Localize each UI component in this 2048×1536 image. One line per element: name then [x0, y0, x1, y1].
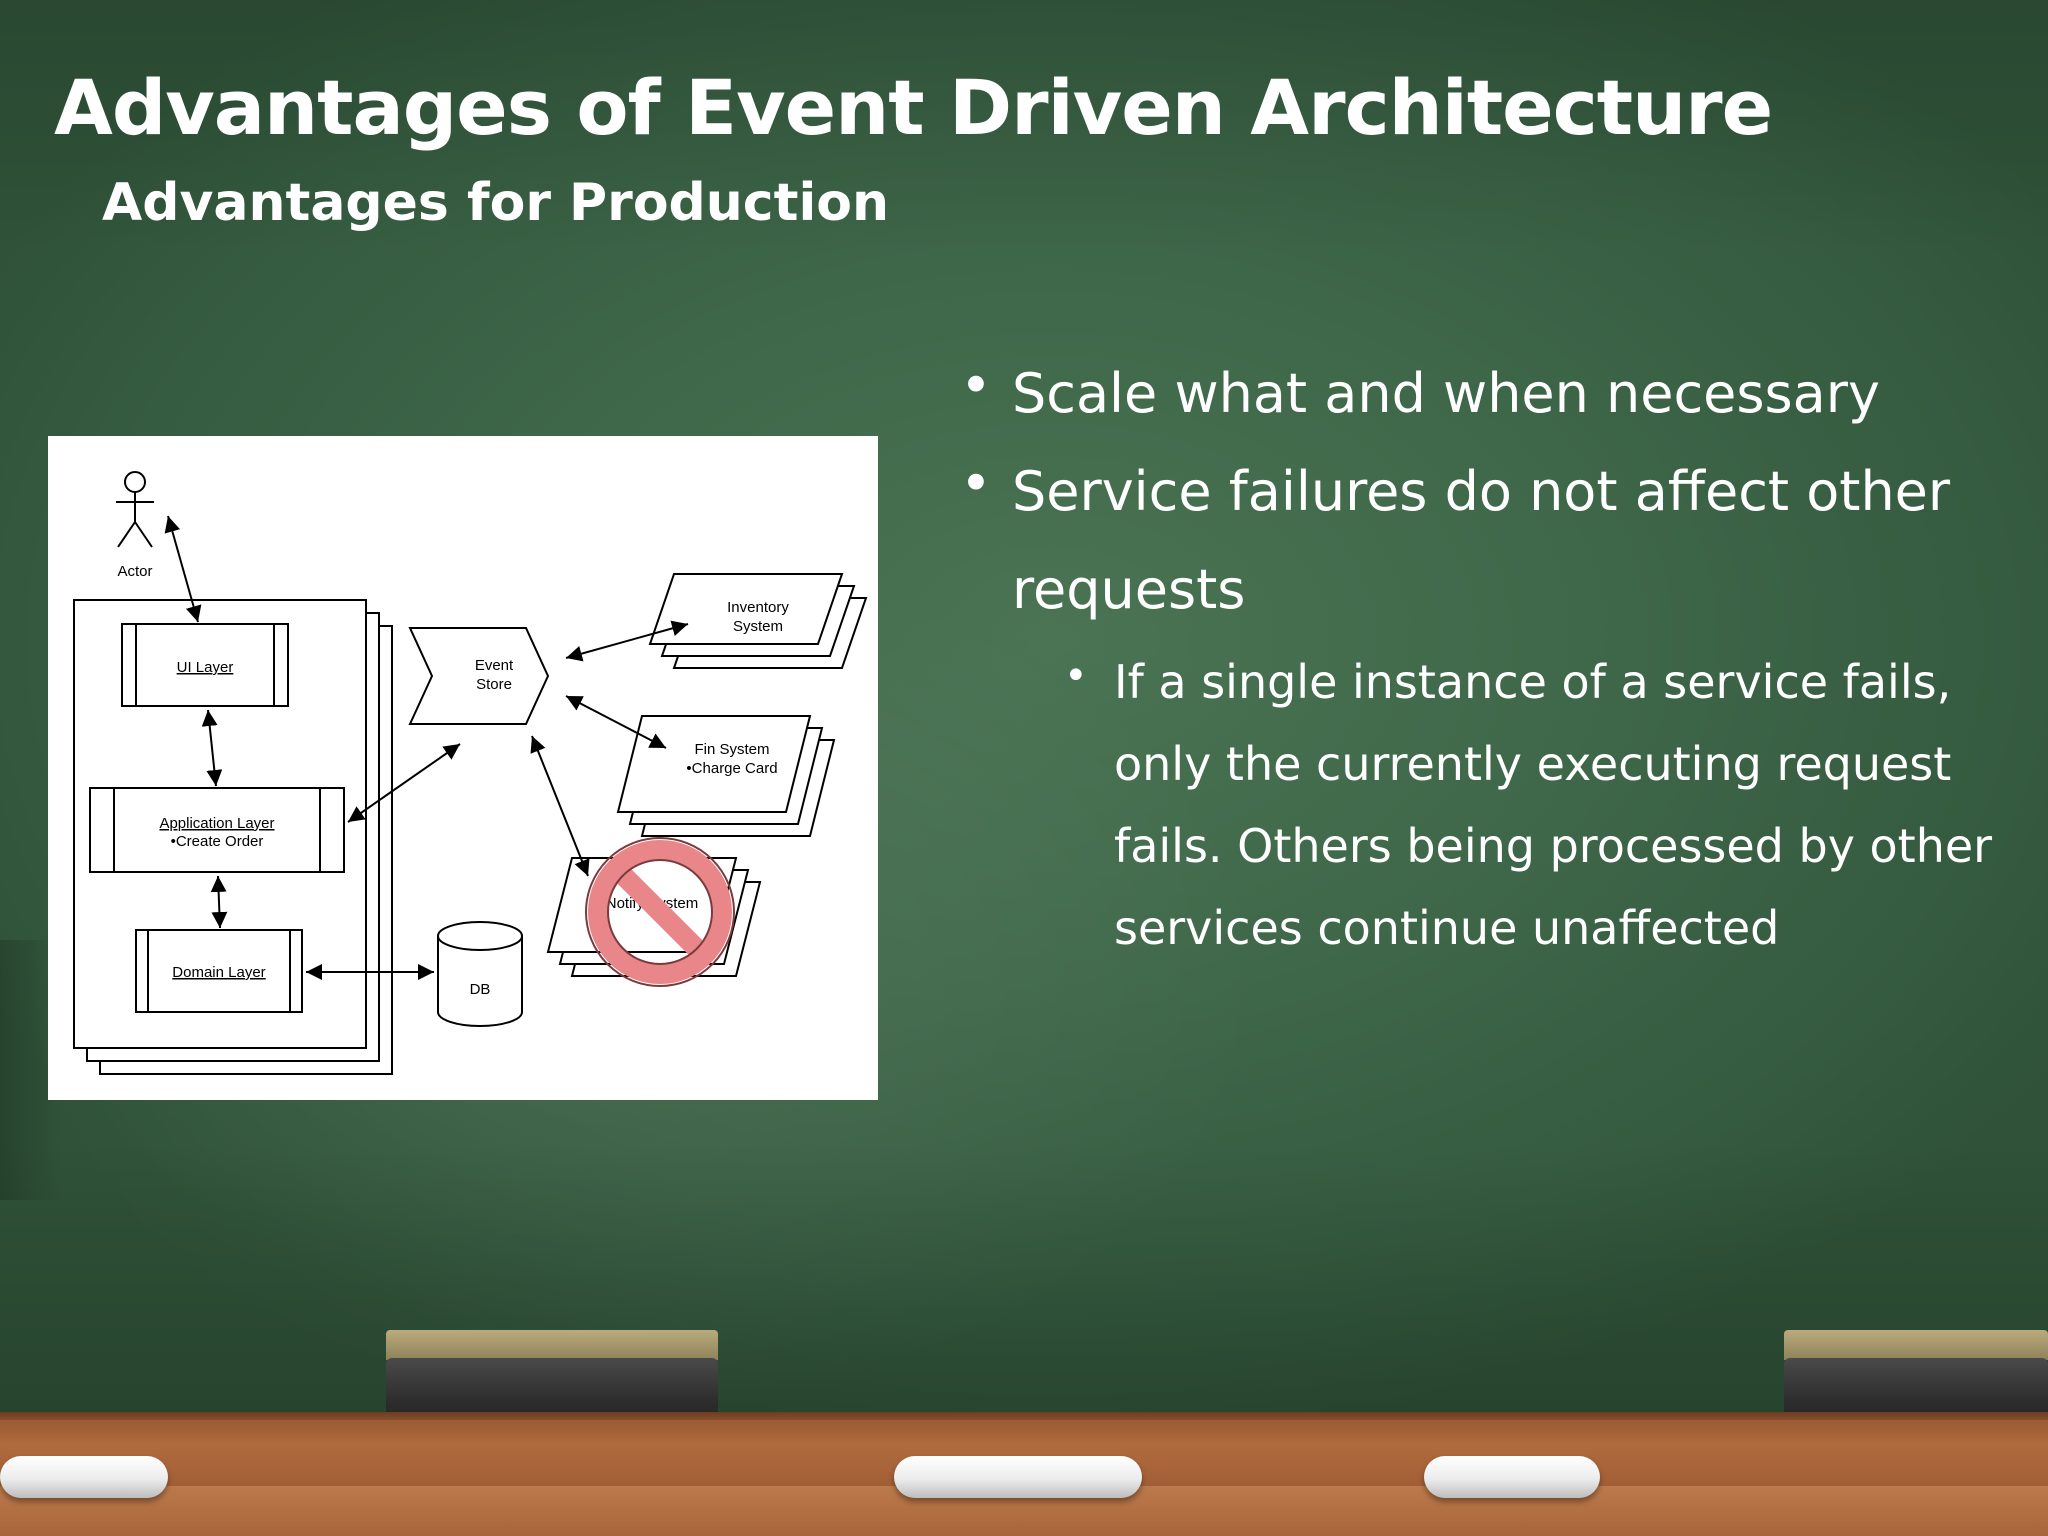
- bullet-item: • Service failures do not affect other r…: [960, 443, 2010, 639]
- diagram-arrows: [164, 515, 689, 980]
- inventory-system-stack: [648, 573, 868, 669]
- fin-system-label-1: Fin System: [694, 741, 769, 758]
- sub-bullet-dot-icon: •: [1064, 653, 1088, 699]
- prohibited-icon: [585, 837, 735, 987]
- actor-label: Actor: [117, 563, 152, 580]
- ui-layer-box: [121, 623, 289, 707]
- slide-subtitle: Advantages for Production: [102, 173, 890, 233]
- ui-layer-label: UI Layer: [177, 659, 234, 676]
- chalk-piece-2: [894, 1456, 1142, 1498]
- db-label: DB: [470, 981, 491, 998]
- sub-bullet-text: If a single instance of a service fails,…: [1114, 655, 1993, 955]
- event-store-label-1: Event: [475, 657, 514, 674]
- bullet-text: Service failures do not affect other req…: [1012, 460, 1951, 621]
- application-layer-item: •Create Order: [171, 833, 264, 850]
- diagram-canvas: Actor UI Layer Application Layer •Create…: [73, 471, 868, 1075]
- inventory-label-1: Inventory: [727, 599, 789, 616]
- application-layer-box: [89, 787, 345, 873]
- sub-bullet-item: • If a single instance of a service fail…: [1064, 641, 1994, 969]
- bullet-item: • Scale what and when necessary: [960, 345, 2010, 443]
- inventory-label-2: System: [733, 618, 783, 635]
- bullet-dot-icon: •: [960, 452, 992, 515]
- chalk-piece-3: [1424, 1456, 1600, 1498]
- fin-system-label-2: •Charge Card: [686, 760, 777, 777]
- bullet-list: • Scale what and when necessary • Servic…: [960, 345, 2010, 969]
- slide-title: Advantages of Event Driven Architecture: [54, 63, 1773, 152]
- domain-layer-box: [135, 929, 303, 1013]
- actor-icon: [116, 471, 154, 548]
- fin-system-stack: [616, 715, 836, 837]
- event-store-shape: [408, 627, 550, 725]
- domain-layer-label: Domain Layer: [172, 964, 265, 981]
- chalk-piece-1: [0, 1456, 168, 1498]
- event-store-label-2: Store: [476, 676, 512, 693]
- architecture-diagram: Actor UI Layer Application Layer •Create…: [48, 436, 878, 1100]
- application-layer-label: Application Layer: [159, 815, 274, 832]
- bullet-text: Scale what and when necessary: [1012, 362, 1880, 425]
- db-cylinder: [437, 921, 523, 1027]
- bullet-dot-icon: •: [960, 354, 992, 417]
